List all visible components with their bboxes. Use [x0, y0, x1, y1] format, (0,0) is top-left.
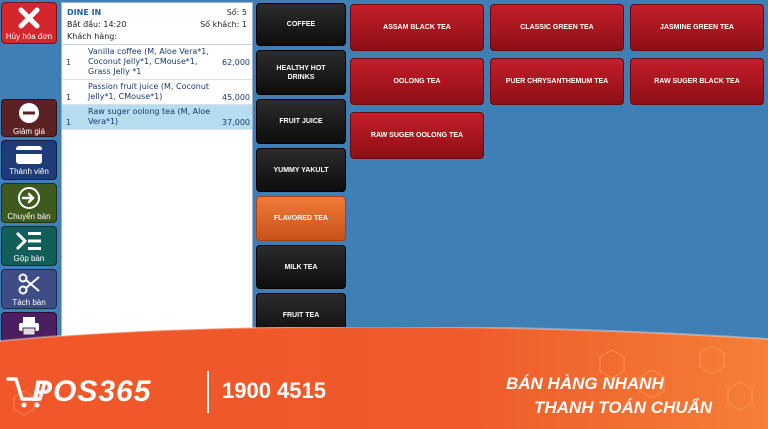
order-header: DINE IN Số: 5 Bắt đầu: 14:20 Số khách: 1…: [62, 3, 252, 42]
product-label: OOLONG TEA: [393, 78, 441, 85]
category-label: YUMMY YAKULT: [273, 166, 329, 174]
line-price: 45,000: [222, 93, 250, 102]
product-raw-suger-black-tea[interactable]: RAW SUGER BLACK TEA: [630, 58, 764, 105]
product-label: ASSAM BLACK TEA: [383, 24, 451, 31]
category-label: COFFEE: [286, 21, 316, 28]
order-line-selected[interactable]: 1 Raw suger oolong tea (M, Aloe Vera*1) …: [62, 105, 252, 130]
split-table-label: Tách bàn: [12, 297, 46, 307]
product-oolong-tea[interactable]: OOLONG TEA: [350, 58, 484, 105]
split-table-button[interactable]: Tách bàn: [1, 269, 57, 309]
product-assam-black-tea[interactable]: ASSAM BLACK TEA: [350, 4, 484, 51]
pos365-logo-text: POS365: [32, 375, 152, 408]
cancel-invoice-label: Hủy hóa đơn: [5, 31, 53, 41]
order-start-time: Bắt đầu: 14:20: [67, 19, 127, 29]
category-flavored-tea[interactable]: FLAVORED TEA: [256, 196, 346, 241]
order-panel: DINE IN Số: 5 Bắt đầu: 14:20 Số khách: 1…: [61, 2, 253, 342]
category-label: HEALTHY HOT DRINKS: [276, 64, 326, 81]
customer-field[interactable]: Khách hàng:: [67, 31, 118, 41]
line-price: 37,000: [222, 118, 250, 127]
product-label: CLASSIC GREEN TEA: [520, 24, 594, 31]
category-label: MILK TEA: [284, 263, 318, 271]
hotline-number: 1900 4515: [222, 378, 326, 403]
discount-button[interactable]: Giảm giá: [1, 99, 57, 137]
category-label: FRUIT JUICE: [279, 118, 323, 125]
category-milk-tea[interactable]: MILK TEA: [256, 245, 346, 289]
product-raw-suger-oolong-tea[interactable]: RAW SUGER OOLONG TEA: [350, 112, 484, 159]
product-puer-chrysanthemum-tea[interactable]: PUER CHRYSANTHEMUM TEA: [490, 58, 624, 105]
transfer-arrow-icon: [18, 186, 40, 209]
merge-icon: [15, 231, 41, 250]
close-icon: [18, 7, 40, 28]
line-name: Passion fruit juice (M, Coconut Jelly*1,…: [88, 82, 210, 101]
line-qty: 1: [66, 93, 72, 102]
merge-table-label: Gộp bàn: [13, 253, 45, 263]
category-label: FLAVORED TEA: [274, 215, 328, 222]
product-label: RAW SUGER OOLONG TEA: [370, 132, 464, 139]
order-line[interactable]: 1 Passion fruit juice (M, Coconut Jelly*…: [62, 80, 252, 105]
promo-banner: POS365 1900 4515 BÁN HÀNG NHANH THANH TO…: [0, 327, 768, 429]
product-jasmine-green-tea[interactable]: JASMINE GREEN TEA: [630, 4, 764, 51]
order-line[interactable]: 1 Vanilla coffee (M, Aloe Vera*1, Coconu…: [62, 45, 252, 80]
category-healthy-hot-drinks[interactable]: HEALTHY HOT DRINKS: [256, 50, 346, 95]
slogan-line-2: THANH TOÁN CHUẨN: [534, 398, 713, 417]
line-price: 62,000: [222, 58, 250, 67]
minus-circle-icon: [19, 102, 39, 123]
banner-background: [0, 327, 768, 429]
product-classic-green-tea[interactable]: CLASSIC GREEN TEA: [490, 4, 624, 51]
scissors-icon: [18, 273, 40, 294]
pos365-logo-icon: [6, 377, 46, 408]
line-name: Raw suger oolong tea (M, Aloe Vera*1): [88, 107, 211, 126]
cancel-invoice-button[interactable]: Hủy hóa đơn: [1, 2, 57, 44]
transfer-table-button[interactable]: Chuyển bàn: [1, 183, 57, 223]
category-label: FRUIT TEA: [282, 312, 320, 319]
banner-divider: [207, 371, 209, 413]
transfer-table-label: Chuyển bàn: [7, 211, 51, 221]
discount-label: Giảm giá: [12, 126, 45, 136]
product-label: RAW SUGER BLACK TEA: [654, 78, 740, 85]
slogan-line-1: BÁN HÀNG NHANH: [506, 374, 664, 393]
category-coffee[interactable]: COFFEE: [256, 3, 346, 46]
order-lines: 1 Vanilla coffee (M, Aloe Vera*1, Coconu…: [62, 44, 252, 130]
printer-icon: [19, 317, 39, 336]
product-label: PUER CHRYSANTHEMUM TEA: [505, 78, 609, 85]
line-qty: 1: [66, 118, 72, 127]
member-label: Thành viên: [9, 166, 49, 176]
member-card-icon: [16, 145, 42, 164]
line-qty: 1: [66, 58, 72, 67]
order-type: DINE IN: [67, 7, 102, 17]
category-fruit-juice[interactable]: FRUIT JUICE: [256, 99, 346, 144]
order-number: Số: 5: [226, 7, 247, 17]
guest-count: Số khách: 1: [200, 19, 247, 29]
line-name: Vanilla coffee (M, Aloe Vera*1, Coconut …: [88, 47, 209, 76]
merge-table-button[interactable]: Gộp bàn: [1, 226, 57, 266]
member-button[interactable]: Thành viên: [1, 140, 57, 180]
category-yummy-yakult[interactable]: YUMMY YAKULT: [256, 148, 346, 192]
product-label: JASMINE GREEN TEA: [660, 24, 734, 31]
